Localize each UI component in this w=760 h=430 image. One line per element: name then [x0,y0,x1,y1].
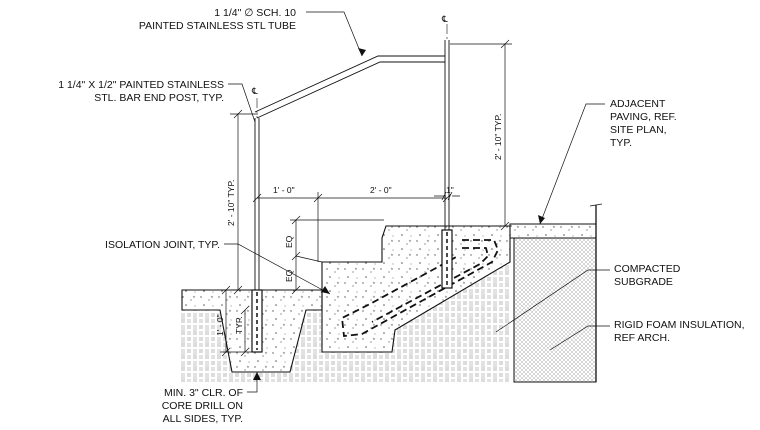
centerline-symbol-right: ℄ [441,15,448,25]
dim-right-height: 2' - 10" TYP. [493,114,503,160]
foam-note-line2: REF ARCH. [614,332,670,344]
post-note-line1: 1 1/4" X 1/2" PAINTED STAINLESS [58,79,224,91]
post-note-line2: STL. BAR END POST, TYP. [94,92,224,104]
dim-left-height: 2' - 10" TYP. [226,180,236,226]
dim-core-depth: 1' - 0" [215,314,225,336]
clearance-note-line1: MIN. 3" CLR. OF [164,387,243,399]
annotations: 1 1/4" ∅ SCH. 10 PAINTED STAINLESS STL T… [58,7,744,425]
rebar-reinforcement [341,239,499,337]
dim-one-foot: 1' - 0" [273,185,295,195]
dim-two-foot: 2' - 0" [370,185,392,195]
left-end-post [251,118,263,353]
rigid-foam-insulation [513,237,597,383]
right-end-post [441,40,453,289]
leader-arrowheads [253,48,545,380]
dim-typ: TYP. [234,316,244,334]
dim-one-inch: 1" [446,185,454,195]
paving-note-line3: SITE PLAN, [610,124,667,136]
dimension-labels: 2' - 10" TYP. 2' - 10" TYP. 1' - 0" 2' -… [215,114,503,336]
rail-tube [254,55,445,119]
subgrade-note-line2: SUBGRADE [614,276,673,288]
compacted-subgrade [180,262,510,382]
dim-eq-lower: EQ [284,269,294,282]
isolation-joint-note: ISOLATION JOINT, TYP. [105,239,220,251]
clearance-note-line2: CORE DRILL ON [162,400,243,412]
leader-lines [224,11,610,393]
dimension-lines [220,39,512,357]
tube-note-line2: PAINTED STAINLESS STL TUBE [139,20,296,32]
paving-note-line4: TYP. [610,137,632,149]
foam-note-line1: RIGID FOAM INSULATION, [614,319,744,331]
paving-note-line2: PAVING, REF. [610,111,677,123]
dim-eq-upper: EQ [284,235,294,248]
stair-footing [321,225,511,353]
clearance-note-line3: ALL SIDES, TYP. [163,413,243,425]
paving-note-line1: ADJACENT [610,98,666,110]
centerline-symbol-left: ℄ [251,87,258,97]
tube-note-line1: 1 1/4" ∅ SCH. 10 [214,7,296,19]
centerlines [256,24,448,118]
subgrade-note-line1: COMPACTED [614,263,681,275]
